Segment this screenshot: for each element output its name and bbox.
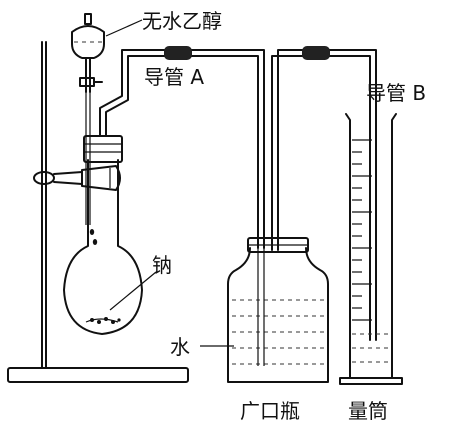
wide-mouth-jar	[227, 237, 329, 383]
rubber-connector-b	[302, 46, 330, 60]
label-tube-a: 导管 A	[144, 65, 204, 89]
cylinder-graduations	[352, 139, 372, 321]
tube-a-inner	[105, 55, 259, 249]
tube-a-outer	[99, 49, 265, 249]
sodium-surface	[85, 318, 119, 323]
rubber-connector-a	[164, 46, 192, 60]
flask-body	[63, 159, 143, 335]
ethanol-drop	[89, 229, 95, 235]
label-cylinder: 量筒	[348, 399, 388, 423]
label-ethanol: 无水乙醇	[142, 9, 222, 33]
cylinder-base	[339, 377, 403, 385]
stand-base	[7, 367, 189, 383]
clamp-jaw	[81, 165, 121, 191]
funnel-bulb	[71, 25, 105, 59]
leader-ethanol	[105, 19, 143, 37]
leader-sodium	[109, 271, 157, 311]
ethanol-drop	[92, 239, 98, 245]
tube-b-outer	[271, 55, 371, 341]
dropping-funnel	[71, 13, 105, 245]
clamp-arm	[53, 171, 83, 185]
tube-a	[99, 46, 265, 249]
label-tube-b: 导管 B	[366, 81, 426, 105]
label-water: 水	[170, 335, 190, 359]
sodium-piece	[117, 318, 121, 322]
sodium-piece	[97, 320, 101, 324]
tube-b	[271, 46, 377, 341]
flask-stopper	[83, 135, 123, 163]
sodium-piece	[111, 320, 115, 324]
jar-body	[227, 247, 329, 383]
graduated-cylinder	[339, 113, 403, 385]
sodium-piece	[90, 318, 94, 322]
label-jar: 广口瓶	[240, 399, 300, 423]
iron-stand	[7, 41, 189, 383]
label-sodium: 钠	[152, 253, 172, 277]
boss-clamp	[33, 171, 55, 185]
funnel-cap	[84, 13, 92, 25]
sodium-piece	[104, 317, 108, 321]
round-bottom-flask	[63, 135, 143, 335]
